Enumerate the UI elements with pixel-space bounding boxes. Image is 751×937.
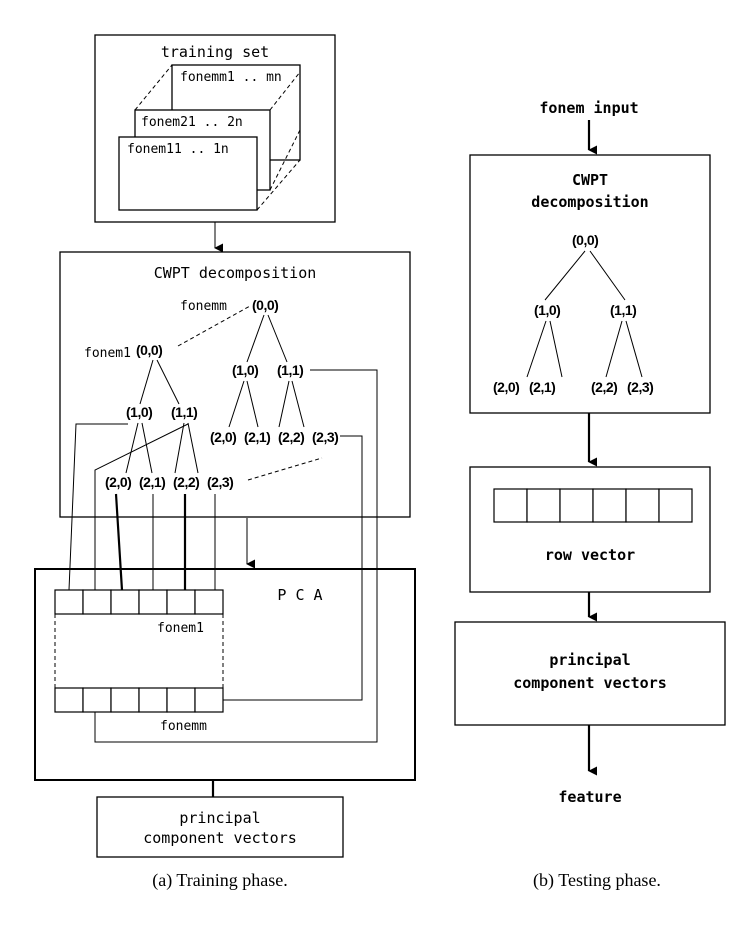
vector-bottom-cell <box>82 687 112 713</box>
card-back-label: fonemm1 .. mn <box>180 70 282 85</box>
vector-range-dashes <box>54 614 224 688</box>
card-stack-dashes <box>134 64 301 211</box>
test-tree-root: (0,0) <box>572 232 598 248</box>
vector-bottom-cell <box>138 687 168 713</box>
test-tree-l2-1: (2,1) <box>529 379 555 395</box>
output-training-line2: component vectors <box>143 829 297 847</box>
testing-phase: fonem input CWPT decomposition (0,0) (1,… <box>454 99 726 891</box>
caption-testing: (b) Testing phase. <box>533 870 661 891</box>
tree-front-l2-0: (2,0) <box>105 474 131 490</box>
input-label: fonem input <box>539 99 638 117</box>
test-tree-l2-0: (2,0) <box>493 379 519 395</box>
vector-top-label: fonem1 <box>157 621 204 636</box>
connector-front-l2-0 <box>114 493 124 591</box>
row-vector-cell <box>559 488 594 523</box>
vector-top-cell <box>54 589 84 615</box>
connector-front-l1-left <box>68 423 128 591</box>
cwpt-title-training: CWPT decomposition <box>154 264 317 282</box>
tree-back-l2-2: (2,2) <box>278 429 304 445</box>
row-vector-cells <box>493 488 693 523</box>
connector-back-l2 <box>223 435 363 701</box>
tree-front-prefix: fonem1 <box>84 346 131 361</box>
row-vector-cell <box>592 488 627 523</box>
tree-front-root: (0,0) <box>136 342 162 358</box>
connector-front-l1-right <box>94 423 189 590</box>
row-vector-cell <box>493 488 528 523</box>
cwpt-box-testing <box>469 154 711 414</box>
tree-back-l2-0: (2,0) <box>210 429 236 445</box>
output-testing-line2: component vectors <box>513 674 667 692</box>
tree-back-prefix: fonemm <box>180 299 227 314</box>
vector-bottom-cell <box>54 687 84 713</box>
tree-back-root: (0,0) <box>252 297 278 313</box>
card-front <box>118 136 258 211</box>
vector-bottom-label: fonemm <box>160 719 207 734</box>
vector-top-cell <box>110 589 140 615</box>
tree-back-l1-edges <box>246 314 288 363</box>
vector-top-cell <box>138 589 168 615</box>
training-set-title: training set <box>161 43 269 61</box>
caption-training: (a) Training phase. <box>152 870 287 891</box>
output-box-testing <box>454 621 726 726</box>
card-front-label: fonem11 .. 1n <box>127 142 229 157</box>
vector-fonemm <box>54 687 224 713</box>
tree-front-l2-2: (2,2) <box>173 474 199 490</box>
tree-front-l1-right: (1,1) <box>171 404 197 420</box>
tree-back-l2-edges <box>228 380 305 428</box>
vector-bottom-cell <box>194 687 224 713</box>
vector-fonem1 <box>54 589 224 615</box>
tree-front-l1-edges <box>139 359 180 405</box>
row-vector-cell <box>526 488 561 523</box>
vector-top-cell <box>82 589 112 615</box>
vector-bottom-cell <box>166 687 196 713</box>
test-tree-l2-edges <box>526 320 643 378</box>
cwpt-testing-line2: decomposition <box>531 193 648 211</box>
tree-back-l2-3: (2,3) <box>312 429 338 445</box>
output-training-line1: principal <box>179 809 260 827</box>
cwpt-testing-line1: CWPT <box>572 171 608 189</box>
tree-front-l2-3: (2,3) <box>207 474 233 490</box>
tree-stack-dashes <box>177 305 323 481</box>
row-vector-cell <box>625 488 660 523</box>
output-box-training <box>96 796 344 858</box>
feature-label: feature <box>558 788 621 806</box>
training-phase: training set fonemm1 .. mn fonem21 .. 2n… <box>34 34 416 891</box>
tree-back-l2-1: (2,1) <box>244 429 270 445</box>
vector-top-cell <box>166 589 196 615</box>
connector-back-l1 <box>94 369 378 743</box>
row-vector-label: row vector <box>545 546 635 564</box>
test-tree-l1-right: (1,1) <box>610 302 636 318</box>
test-tree-l2-2: (2,2) <box>591 379 617 395</box>
tree-front-l2-edges <box>125 422 199 474</box>
vector-top-cell <box>194 589 224 615</box>
tree-front-l2-1: (2,1) <box>139 474 165 490</box>
pca-title: P C A <box>277 586 322 604</box>
output-testing-line1: principal <box>549 651 630 669</box>
row-vector-cell <box>658 488 693 523</box>
tree-back-l1-left: (1,0) <box>232 362 258 378</box>
test-tree-l2-3: (2,3) <box>627 379 653 395</box>
test-tree-l1-left: (1,0) <box>534 302 560 318</box>
cwpt-box-training <box>59 251 411 518</box>
row-vector-box <box>469 466 711 593</box>
card-mid-label: fonem21 .. 2n <box>141 115 243 130</box>
test-tree-l1-edges <box>544 250 626 301</box>
tree-back-l1-right: (1,1) <box>277 362 303 378</box>
tree-front-l1-left: (1,0) <box>126 404 152 420</box>
vector-bottom-cell <box>110 687 140 713</box>
